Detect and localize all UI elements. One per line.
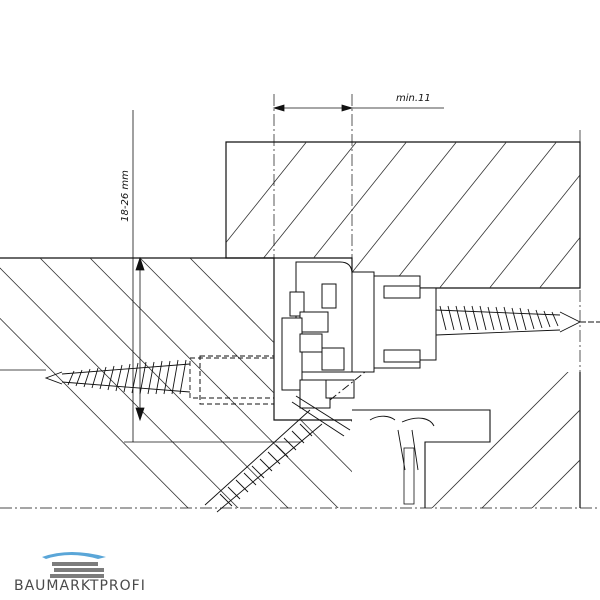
dimension-gap-label: min.11 [396,93,431,104]
diagonal-screw [204,371,366,513]
hinge-assembly [199,261,437,437]
dimension-thickness-label: 18-26 mm [120,170,131,222]
dimension-thickness [124,110,300,443]
door-frame-upper [225,141,581,289]
center-lines [0,94,600,509]
brand-logo-icon [42,552,106,578]
door-frame-lower [352,372,581,508]
brand-name: BAUMARKTPROFI [14,578,146,594]
door-screw [44,357,275,399]
dimension-gap [272,104,444,112]
frame-screw [435,305,600,336]
